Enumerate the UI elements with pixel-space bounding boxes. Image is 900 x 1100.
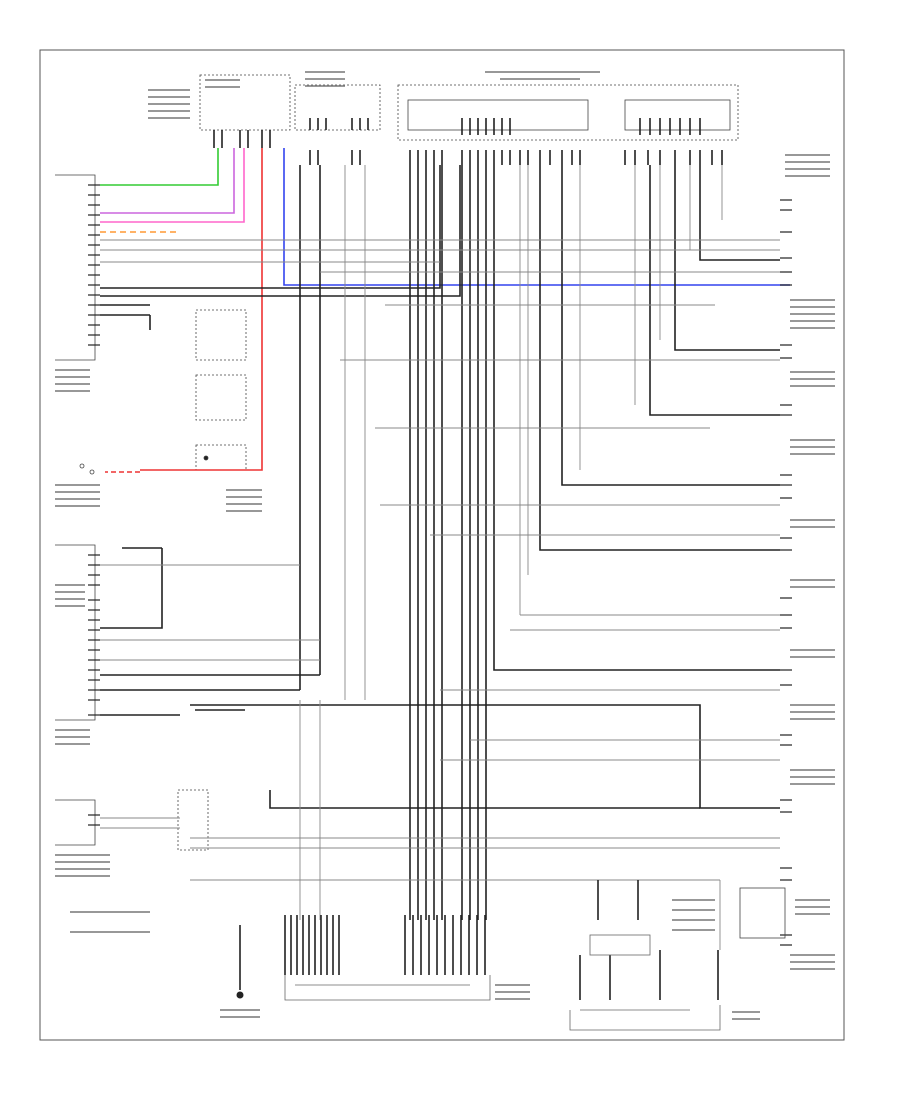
- bottom-connectors: [239, 880, 719, 1000]
- ground-symbol: [236, 991, 244, 999]
- right-pins: [780, 199, 792, 946]
- wire-red: [140, 148, 263, 471]
- black-wires: [100, 165, 780, 920]
- left-components: [55, 174, 247, 851]
- diagram-border: [39, 49, 845, 1041]
- wire-blue: [283, 148, 790, 286]
- wire-purple: [100, 148, 235, 214]
- colored-wires: [100, 148, 790, 473]
- top-connector-group: [199, 74, 739, 165]
- bottom-thin: [284, 934, 721, 1031]
- wire-pink: [100, 148, 245, 223]
- gray-wires: [100, 165, 780, 950]
- label-glyph-blocks: [55, 71, 835, 1020]
- right-boxes: [739, 887, 786, 939]
- wire-green: [100, 148, 219, 186]
